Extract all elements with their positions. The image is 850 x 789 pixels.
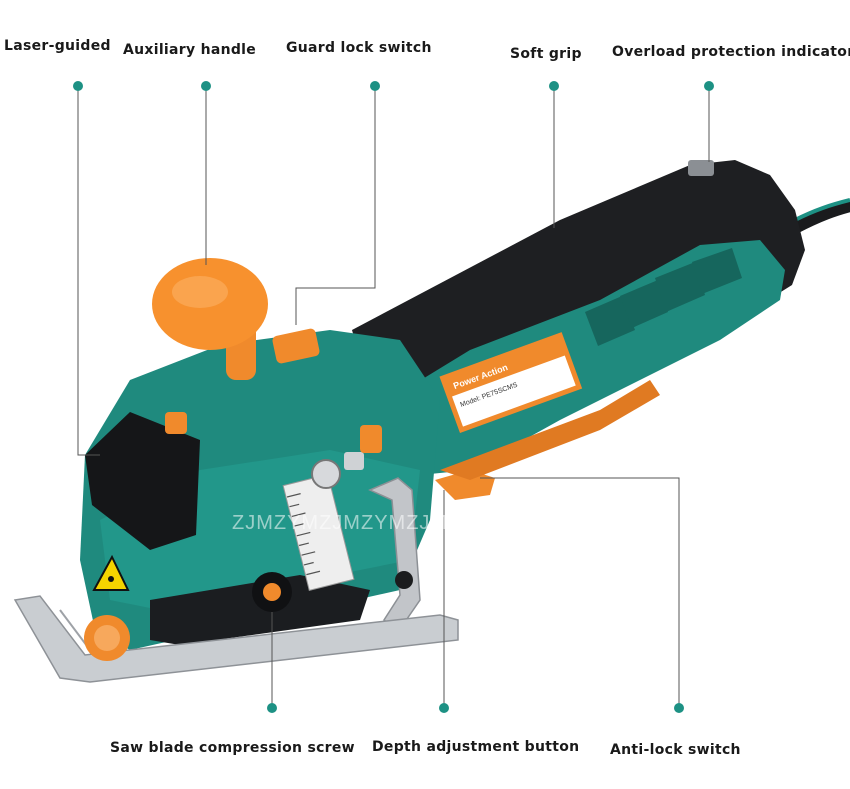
- callout-anti-lock-switch: Anti-lock switch: [610, 742, 741, 758]
- callout-depth-button: Depth adjustment button: [372, 739, 580, 755]
- cord-sleeve: [794, 198, 850, 222]
- guard-lock-switch: [272, 328, 320, 364]
- handle-vents: [585, 248, 742, 346]
- bracket-knob: [395, 571, 413, 589]
- laser-warning-sticker: [92, 554, 130, 591]
- callout-guard-lock-switch: Guard lock switch: [286, 40, 432, 56]
- watermark: ZJMZYMZJMZYMZJMZYM: [232, 512, 494, 534]
- callout-lines: [77, 86, 710, 708]
- depth-clamp: [344, 452, 364, 470]
- laser-button: [165, 412, 187, 434]
- depth-scale: [282, 473, 355, 591]
- depth-knob: [311, 459, 341, 489]
- base-plate: [13, 595, 459, 683]
- callout-auxiliary-handle: Auxiliary handle: [123, 42, 257, 58]
- depth-lock-button: [360, 425, 382, 453]
- power-cord: [789, 200, 850, 234]
- blade-compression-screw: [263, 583, 281, 601]
- lower-guard: [150, 575, 370, 645]
- callout-dots: [73, 81, 714, 713]
- callout-laser-guided: Laser-guided: [4, 38, 111, 54]
- callout-soft-grip: Soft grip: [510, 46, 582, 62]
- callout-overload-indicator: Overload protection indicator: [612, 44, 850, 60]
- overload-indicator-light: [688, 160, 714, 176]
- callout-blade-screw: Saw blade compression screw: [110, 740, 355, 756]
- nameplate: Power Action Model: PE75SCMS: [439, 332, 583, 433]
- laser-module: [85, 412, 200, 550]
- handle-orange-strip: [440, 380, 660, 480]
